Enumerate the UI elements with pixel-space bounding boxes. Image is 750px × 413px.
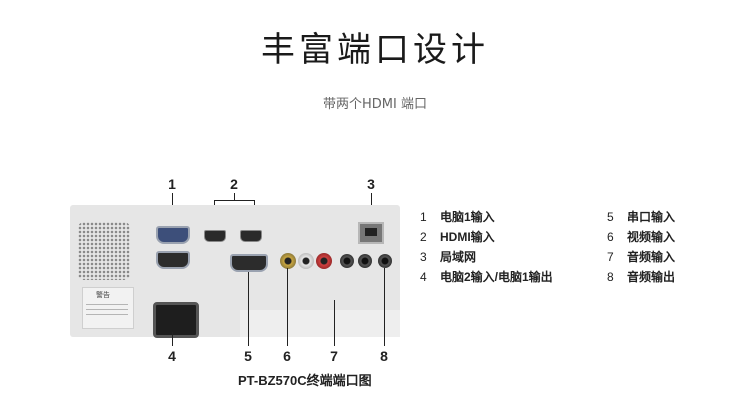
audio-jack: [340, 254, 354, 268]
speaker-vent: [78, 222, 130, 280]
warning-text-line: [86, 309, 128, 310]
leader-line-6: [287, 268, 288, 346]
audio-input-right-jack: [316, 253, 332, 269]
audio-jack: [358, 254, 372, 268]
warning-label-text: 警告: [96, 291, 110, 299]
audio-output-jack: [378, 254, 392, 268]
diagram-caption: PT-BZ570C终端端口图: [238, 373, 372, 388]
warning-text-line: [86, 304, 128, 305]
leader-line-5: [248, 272, 249, 346]
lan-port: [358, 222, 384, 244]
video-input-jack: [280, 253, 296, 269]
leader-line-8: [384, 268, 385, 346]
callout-6: 6: [283, 348, 291, 364]
warning-text-line: [86, 314, 128, 315]
leader-line-4: [172, 332, 173, 346]
callout-8: 8: [380, 348, 388, 364]
computer2-input-port: [156, 251, 190, 269]
page-title: 丰富端口设计: [261, 30, 489, 70]
callout-2: 2: [230, 176, 238, 192]
callout-4: 4: [168, 348, 176, 364]
audio-input-left-jack: [298, 253, 314, 269]
hdmi-port-1: [204, 230, 226, 242]
warning-label-plate: [82, 287, 134, 329]
power-inlet: [153, 302, 199, 338]
computer1-input-port: [156, 226, 190, 244]
leader-line-2-stem: [234, 193, 235, 201]
leader-line-2-bar: [214, 200, 254, 201]
callout-5: 5: [244, 348, 252, 364]
callout-1: 1: [168, 176, 176, 192]
callout-3: 3: [367, 176, 375, 192]
serial-input-port: [230, 254, 268, 272]
callout-7: 7: [330, 348, 338, 364]
leader-line-7: [334, 300, 335, 346]
rear-panel-lower: [240, 310, 400, 337]
hdmi-port-2: [240, 230, 262, 242]
page-subtitle: 带两个HDMI 端口: [323, 97, 427, 112]
